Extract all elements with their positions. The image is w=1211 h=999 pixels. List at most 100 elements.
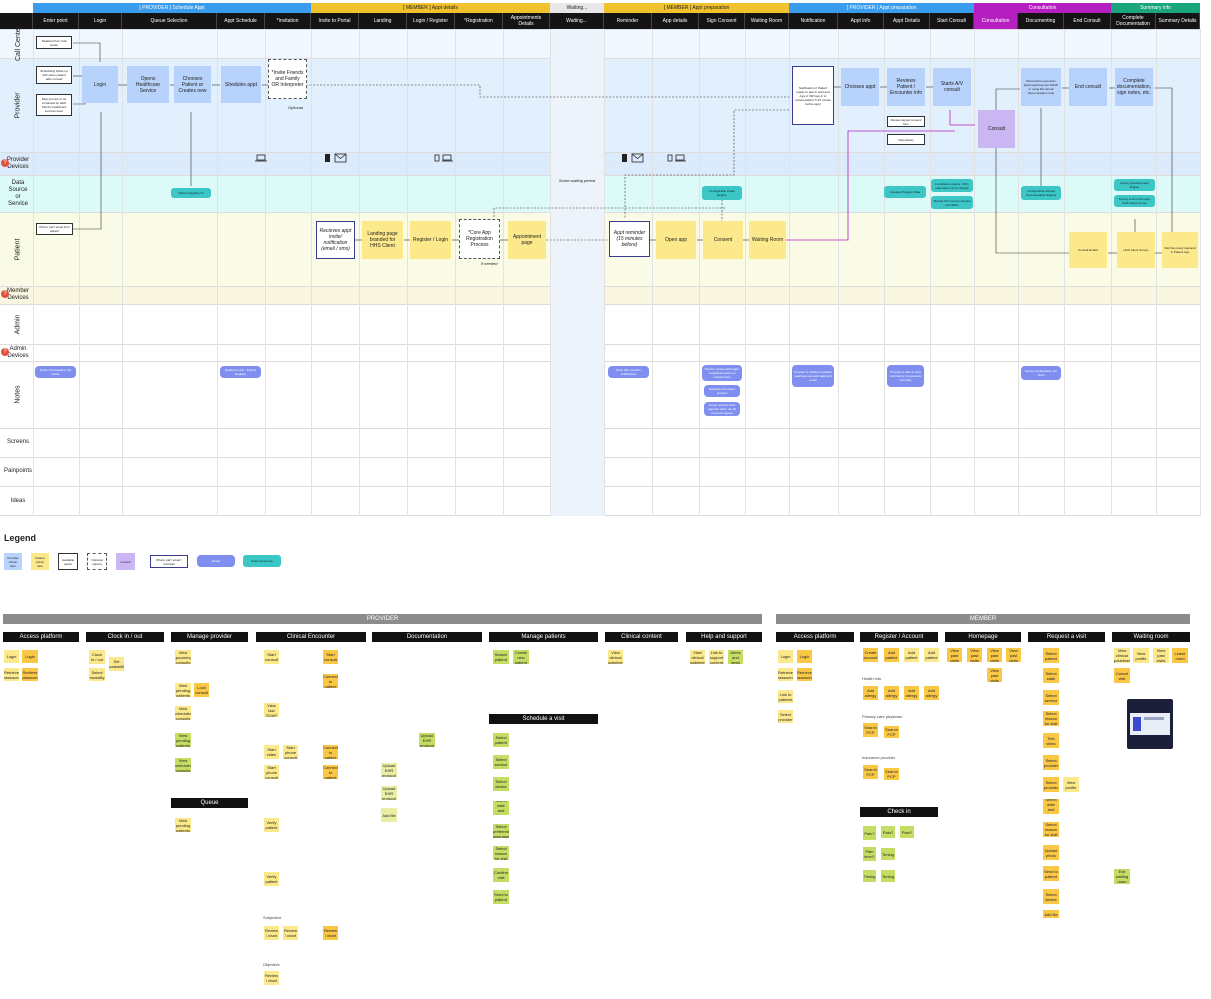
sticky-view-visits[interactable]: View past visits: [1006, 648, 1021, 662]
sticky-exit-waiting[interactable]: Exit waiting room: [1114, 869, 1130, 884]
sticky-add-file[interactable]: Add file: [381, 808, 397, 822]
sticky-retrieve-password[interactable]: Retrieve password: [4, 668, 19, 681]
sticky-timing[interactable]: Timing: [881, 848, 895, 860]
sticky-timing[interactable]: Timing: [863, 870, 876, 882]
sticky-search-patient[interactable]: Search patient: [493, 650, 509, 664]
card-phone-call[interactable]: Phone call / email from patient: [36, 223, 73, 235]
sticky-view-content-m[interactable]: View clinical guidelines: [1114, 648, 1130, 663]
sticky-add-patient[interactable]: Add patient: [924, 648, 939, 662]
card-documents[interactable]: Documents encounter (load scanning tool …: [1021, 68, 1061, 106]
sticky-select-language[interactable]: Select preferred language: [493, 824, 509, 838]
sticky-text-video[interactable]: Text video: [1043, 733, 1059, 748]
sticky-review-note[interactable]: Review / chart: [283, 926, 298, 940]
sticky-verify-patient[interactable]: Verify patient: [264, 818, 279, 832]
card-waiting-room[interactable]: Waiting Room: [749, 221, 786, 259]
sticky-add-patient[interactable]: Add patient: [904, 648, 919, 662]
card-notification[interactable]: Notification of Patient ready on app to …: [792, 66, 834, 125]
card-referral[interactable]: Step (Lumeo to be contacted by HHS Clien…: [36, 94, 72, 116]
sticky-view-scheduled[interactable]: View scheduled consults: [175, 706, 191, 720]
sticky-review-note[interactable]: Review / chart: [264, 971, 279, 985]
sticky-link-patients[interactable]: Link to patients: [778, 690, 793, 703]
sticky-view-pending[interactable]: View pending patients: [175, 818, 191, 832]
sticky-member-login[interactable]: Login: [778, 650, 793, 663]
sticky-select-date-m[interactable]: Select date and time: [1043, 799, 1059, 814]
sticky-view-content[interactable]: View clinical guidelines: [690, 650, 705, 664]
card-landing-page[interactable]: Landing page branded for HHS Client: [362, 221, 403, 259]
card-starts-consult[interactable]: Starts A/V consult: [933, 68, 971, 106]
sticky-retrieve-password[interactable]: Retrieve password: [22, 668, 38, 681]
note-consent-example[interactable]: Example of consent process: [704, 385, 740, 397]
sticky-select-device-m[interactable]: Select device: [1043, 889, 1059, 904]
sticky-member-login[interactable]: Login: [797, 650, 812, 663]
card-open-app[interactable]: Open app: [656, 221, 696, 259]
sticky-select-modality[interactable]: Select modality: [89, 668, 105, 681]
sticky-view-visits[interactable]: View past visits: [967, 648, 982, 662]
card-shared-av[interactable]: Shared A/V Comms Service and SDKs: [931, 196, 973, 209]
sticky-pain-level[interactable]: Pain level?: [863, 847, 876, 861]
sticky-add-allergy[interactable]: Add allergy: [924, 686, 939, 700]
card-core-registration[interactable]: *Core App Registration Process: [459, 219, 500, 259]
sticky-select-service[interactable]: Select service: [493, 755, 509, 769]
note-survey-config[interactable]: Survey configuration per client: [1021, 366, 1061, 380]
sticky-search-pcp[interactable]: Search PCP: [884, 726, 899, 738]
sticky-review-note[interactable]: Review / chart: [323, 926, 338, 940]
sticky-select-state[interactable]: Select state: [1043, 668, 1059, 683]
card-complete-doc[interactable]: Complete documentation, sign notes, etc.: [1115, 68, 1153, 106]
sticky-clock-in[interactable]: Clock in / out: [89, 650, 105, 664]
sticky-view-visits[interactable]: View past visits: [947, 648, 962, 662]
card-appointment-page[interactable]: Appointment page: [508, 221, 546, 259]
card-schedules-appt[interactable]: Shedules appt: [221, 66, 261, 103]
sticky-select-reason-m[interactable]: Select reason for visit: [1043, 711, 1059, 726]
sticky-create-account[interactable]: Create account: [863, 648, 878, 662]
sticky-start-consult[interactable]: Start consult: [323, 650, 338, 664]
sticky-start-phone[interactable]: Start phone consult: [264, 765, 279, 779]
sticky-send-patient-m[interactable]: Send to patient: [1043, 866, 1059, 881]
sticky-view-profile-m[interactable]: View profile: [1133, 648, 1149, 663]
help-badge-icon[interactable]: ?: [1, 290, 9, 298]
sticky-leave-room[interactable]: Leave room: [1172, 648, 1188, 663]
sticky-review-note[interactable]: Review / chart: [264, 926, 279, 940]
card-lineage-data[interactable]: Lineage Program Data: [884, 186, 926, 198]
sticky-view-pending[interactable]: View pending patients: [175, 683, 191, 697]
sticky-add-allergy[interactable]: Add allergy: [863, 686, 878, 700]
sticky-upload-protocol[interactable]: Upload EHR protocol: [381, 763, 397, 777]
sticky-upload-protocol[interactable]: Upload EHR protocol: [381, 786, 397, 800]
note-combine[interactable]: Does this combine notifications: [608, 366, 649, 378]
sticky-select-reason[interactable]: Select reason for visit: [493, 846, 509, 860]
sticky-lock-consult[interactable]: Lock consult: [194, 683, 209, 697]
sticky-view-last-soap[interactable]: View last SOAP: [264, 703, 279, 717]
sticky-confirm-visit[interactable]: Confirm visit: [493, 868, 509, 882]
sticky-pain[interactable]: Pain?: [881, 826, 895, 838]
sticky-timing[interactable]: Timing: [881, 870, 895, 882]
sticky-member-retrieve[interactable]: Retrieve password: [797, 668, 812, 681]
sticky-view-pending[interactable]: View pending patients: [175, 733, 191, 747]
card-compliance-engine[interactable]: Compliance engine, CDC, state laws info …: [931, 179, 973, 192]
help-badge-icon[interactable]: ?: [1, 159, 9, 167]
sticky-add-file-m[interactable]: Add file: [1043, 910, 1059, 918]
sticky-view-content[interactable]: View clinical guidelines: [608, 650, 623, 664]
sticky-upload-photo[interactable]: Upload photo: [1043, 845, 1059, 860]
help-badge-icon[interactable]: ?: [1, 348, 9, 356]
sticky-view-profile[interactable]: View profile: [1063, 777, 1079, 792]
card-visit-summary[interactable]: Visit Summary captured in Patient App: [1162, 232, 1198, 268]
sticky-login[interactable]: Login: [4, 650, 19, 663]
card-receives-invite[interactable]: Recieves appt invite/ notification (emai…: [316, 221, 355, 259]
card-call-center-note[interactable]: Realized from Call center: [36, 36, 72, 49]
sticky-select-device[interactable]: Select device: [493, 777, 509, 791]
note-visit-history[interactable]: Provider is able to view visit history i…: [887, 365, 924, 387]
sticky-connect-patient[interactable]: Connect to patient: [323, 745, 338, 759]
sticky-set-availability[interactable]: Set availability: [109, 657, 124, 671]
card-survey-questionnaire[interactable]: Survey Questionnaire Engine: [1114, 179, 1155, 191]
sticky-start-phone[interactable]: Start phone consult: [283, 745, 298, 759]
sticky-select-patient[interactable]: Select patient: [493, 733, 509, 747]
sticky-select-patient-m[interactable]: Select patient: [1043, 648, 1059, 663]
card-scheduling[interactable]: Scheduling follow up with same patient a…: [36, 66, 72, 84]
sticky-view-upcoming[interactable]: View upcoming consults: [175, 650, 191, 664]
sticky-view-visits[interactable]: View past visits: [987, 648, 1002, 662]
note-registry[interactable]: Needed to link - Patient Registry: [220, 366, 261, 378]
sticky-member-retrieve[interactable]: Retrieve password: [778, 668, 793, 681]
sticky-select-provider-m[interactable]: Select provider: [1043, 777, 1059, 792]
sticky-send-patient[interactable]: Send to patient: [493, 890, 509, 904]
sticky-select-provider-m[interactable]: Select provider: [1043, 755, 1059, 770]
card-end-consult[interactable]: End consult: [1069, 68, 1107, 106]
